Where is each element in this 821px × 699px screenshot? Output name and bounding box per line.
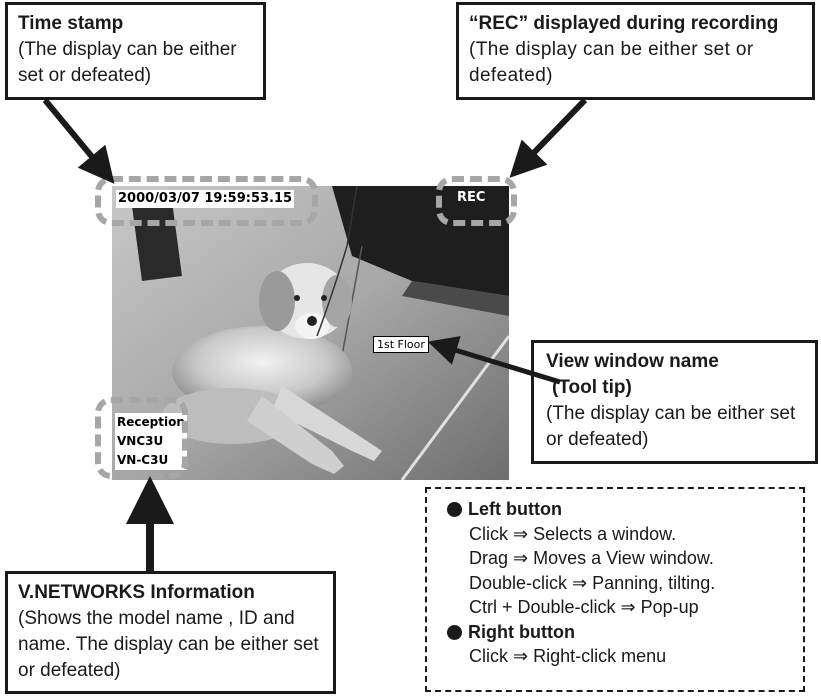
view-window-tooltip: 1st Floor bbox=[373, 336, 429, 353]
view-window-name-callout-subtitle: (Tool tip) bbox=[552, 377, 632, 398]
rec-highlight-frame bbox=[436, 176, 517, 226]
vnetworks-callout-title: V.NETWORKS Information bbox=[18, 582, 255, 603]
right-button-header: Right button bbox=[447, 620, 793, 645]
timestamp-arrow bbox=[42, 98, 115, 184]
rec-arrow bbox=[509, 97, 588, 178]
bullet-icon bbox=[447, 624, 462, 640]
view-window-name-callout: View window name (Tool tip) (The display… bbox=[531, 340, 818, 464]
left-button-line: Double-click ⇒ Panning, tilting. bbox=[469, 572, 716, 593]
vnetworks-callout-desc: (Shows the model name , ID and name. The… bbox=[18, 608, 319, 681]
rec-callout-title: “REC” displayed during recording bbox=[469, 13, 779, 34]
info-line: Reception bbox=[117, 415, 185, 429]
timestamp-callout-title: Time stamp bbox=[18, 13, 124, 34]
left-button-line: Drag ⇒ Moves a View window. bbox=[469, 548, 714, 568]
right-button-line: Click ⇒ Right-click menu bbox=[469, 646, 667, 666]
timestamp-callout-desc: (The display can be either set or defeat… bbox=[18, 39, 237, 86]
view-window-name-callout-title: View window name bbox=[546, 351, 719, 372]
info-line: VNC3U bbox=[117, 434, 164, 448]
bullet-icon bbox=[447, 502, 462, 517]
timestamp-callout: Time stamp (The display can be either se… bbox=[5, 2, 266, 100]
rec-callout-desc: (The display can be either set or defeat… bbox=[469, 39, 754, 86]
left-button-line: Ctrl + Double-click ⇒ Pop-up bbox=[469, 597, 699, 617]
rec-indicator: REC bbox=[457, 190, 486, 205]
timestamp-overlay: 2000/03/07 19:59:53.15 bbox=[116, 190, 295, 208]
rec-callout: “REC” displayed during recording (The di… bbox=[456, 2, 815, 100]
info-line: VN-C3U bbox=[117, 453, 169, 467]
left-button-header: Left button bbox=[447, 497, 793, 522]
mouse-operation-help: Left button Click ⇒ Selects a window. Dr… bbox=[425, 487, 805, 692]
left-button-line: Click ⇒ Selects a window. bbox=[469, 523, 677, 544]
timestamp-highlight-frame bbox=[95, 176, 318, 226]
vnetworks-callout: V.NETWORKS Information (Shows the model … bbox=[5, 571, 336, 694]
vnetworks-info-overlay: Reception VNC3U VN-C3U bbox=[115, 413, 187, 470]
view-window-name-callout-desc: (The display can be either set or defeat… bbox=[546, 403, 796, 450]
view-window-name-arrow bbox=[427, 336, 561, 385]
